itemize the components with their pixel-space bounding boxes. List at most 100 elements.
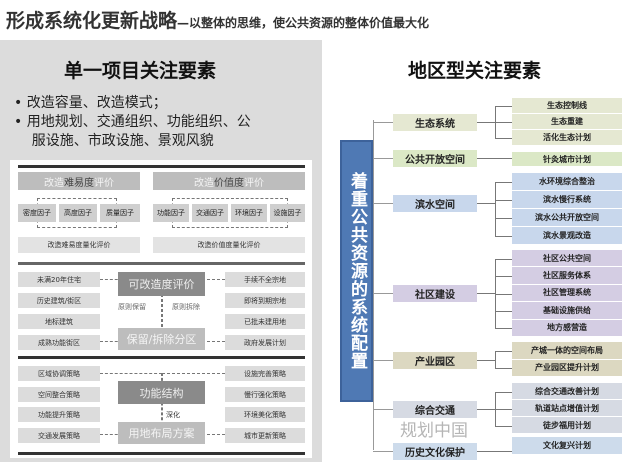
zoning-box: 保留/拆除分区 <box>118 328 205 350</box>
sub-item: 生态控制线 <box>512 98 622 114</box>
connector <box>495 350 512 352</box>
category-box: 产业园区 <box>393 352 477 369</box>
list-item: 环境美化策略 <box>225 407 305 422</box>
left-heading: 单一项目关注要素 <box>64 60 217 82</box>
category-box: 综合交通 <box>393 401 477 418</box>
list-item: 地标建筑 <box>18 314 100 329</box>
factor: 高度因子 <box>59 204 97 222</box>
sub-item: 社区公共空间 <box>512 250 622 268</box>
list-item: 慢行强化策略 <box>225 387 305 402</box>
connector <box>495 350 496 369</box>
sub-item: 生态重建 <box>512 114 622 130</box>
sub-item: 轨道站点增值计划 <box>512 400 622 417</box>
list-item: 已批未建用地 <box>225 314 305 329</box>
connector <box>495 310 512 312</box>
connector <box>495 106 512 107</box>
page-title: 形成系统化更新战略—以整体的思维，使公共资源的整体价值最大化 <box>6 10 430 32</box>
sub-item: 社区管理系统 <box>512 284 622 303</box>
sub-item: 基础设施供给 <box>512 302 622 320</box>
sub-item: 综合交通改善计划 <box>512 383 622 400</box>
connector <box>373 360 393 361</box>
connector <box>477 360 495 361</box>
subtitle: —以整体的思维，使公共资源的整体价值最大化 <box>177 16 430 30</box>
divider <box>18 262 305 265</box>
list-item: 功能提升策略 <box>18 407 100 422</box>
connector <box>495 236 512 237</box>
factor: 质量因子 <box>100 204 140 222</box>
category-box: 社区建设 <box>393 285 477 302</box>
connector <box>495 368 512 370</box>
reformability-box: 可改造度评价 <box>118 272 205 296</box>
bullets: • 改造容量、改造模式； • 用地规划、交通组织、功能组织、公 服设施、市政设施… <box>14 94 251 151</box>
connector <box>373 293 393 294</box>
function-structure-box: 功能结构 <box>118 381 205 404</box>
connector <box>495 258 496 329</box>
bullet: 服设施、市政设施、景观风貌 <box>14 133 214 149</box>
value-header: 改造价值度评价 <box>153 172 305 190</box>
label: 深化 <box>166 410 180 420</box>
sub-item: 产城一体的空间布局 <box>512 342 622 360</box>
bullet: • 改造容量、改造模式； <box>14 95 167 111</box>
divider <box>18 165 305 168</box>
factor: 功能因子 <box>153 204 189 222</box>
list-item: 成熟功能街区 <box>18 335 100 350</box>
sub-item: 文化复兴计划 <box>512 437 622 455</box>
connector <box>373 409 393 410</box>
connector <box>373 122 393 123</box>
connector <box>495 122 512 123</box>
sub-item: 滨水景观改造 <box>512 227 622 245</box>
connector <box>477 203 495 204</box>
connector <box>495 276 512 278</box>
divider <box>18 356 305 359</box>
connector <box>495 200 512 201</box>
list-item: 历史建筑/街区 <box>18 293 100 308</box>
connector <box>477 451 512 452</box>
label: 原则拆除 <box>172 302 200 312</box>
sub-item: 地方感营造 <box>512 319 622 337</box>
list-item: 城市更新策略 <box>225 428 305 443</box>
bullet: • 用地规划、交通组织、功能组织、公 <box>14 114 251 130</box>
factor: 环境因子 <box>231 204 267 222</box>
right-heading: 地区型关注要素 <box>408 60 542 82</box>
connector <box>477 409 495 410</box>
connector <box>495 408 512 410</box>
list-item: 空间整合策略 <box>18 387 100 402</box>
sub-item: 滨水慢行系统 <box>512 191 622 209</box>
connector <box>495 182 496 236</box>
list-item: 区域协调策略 <box>18 366 100 381</box>
factor: 密度因子 <box>18 204 56 222</box>
factor: 交通因子 <box>192 204 228 222</box>
connector <box>495 425 512 427</box>
connector <box>477 122 495 123</box>
sub-item: 活化生态计划 <box>512 130 622 146</box>
connector <box>495 138 512 139</box>
connector <box>495 218 512 219</box>
label: 原则保留 <box>118 302 146 312</box>
watermark: 规划中国 <box>400 421 468 441</box>
land-use-box: 用地布局方案 <box>118 422 205 444</box>
sub-item: 水环境综合整治 <box>512 173 622 191</box>
list-item: 政府发展计划 <box>225 335 305 350</box>
sub-item: 针灸城市计划 <box>512 152 622 167</box>
connector <box>495 293 512 295</box>
category-box: 公共开放空间 <box>393 150 477 167</box>
difficulty-result: 改造难易度量化评价 <box>18 237 140 253</box>
sub-item: 产业园区提升计划 <box>512 359 622 377</box>
sub-item: 徒步福用计划 <box>512 417 622 434</box>
list-item: 未满20年住宅 <box>18 272 100 287</box>
connector <box>373 120 374 450</box>
connector <box>373 158 393 159</box>
factor: 设施因子 <box>270 204 305 222</box>
connector <box>373 203 393 204</box>
sub-item: 社区服务体系 <box>512 267 622 285</box>
connector <box>477 158 512 159</box>
list-item: 手续不全宗地 <box>225 272 305 287</box>
category-box: 历史文化保护 <box>393 443 477 460</box>
divider <box>18 452 305 455</box>
connector <box>495 258 512 260</box>
list-item: 即将到期宗地 <box>225 293 305 308</box>
sub-item: 滨水公共开放空间 <box>512 209 622 227</box>
connector <box>495 391 512 393</box>
difficulty-header: 改造难易度评价 <box>18 172 140 190</box>
list-item: 交通发展策略 <box>18 428 100 443</box>
